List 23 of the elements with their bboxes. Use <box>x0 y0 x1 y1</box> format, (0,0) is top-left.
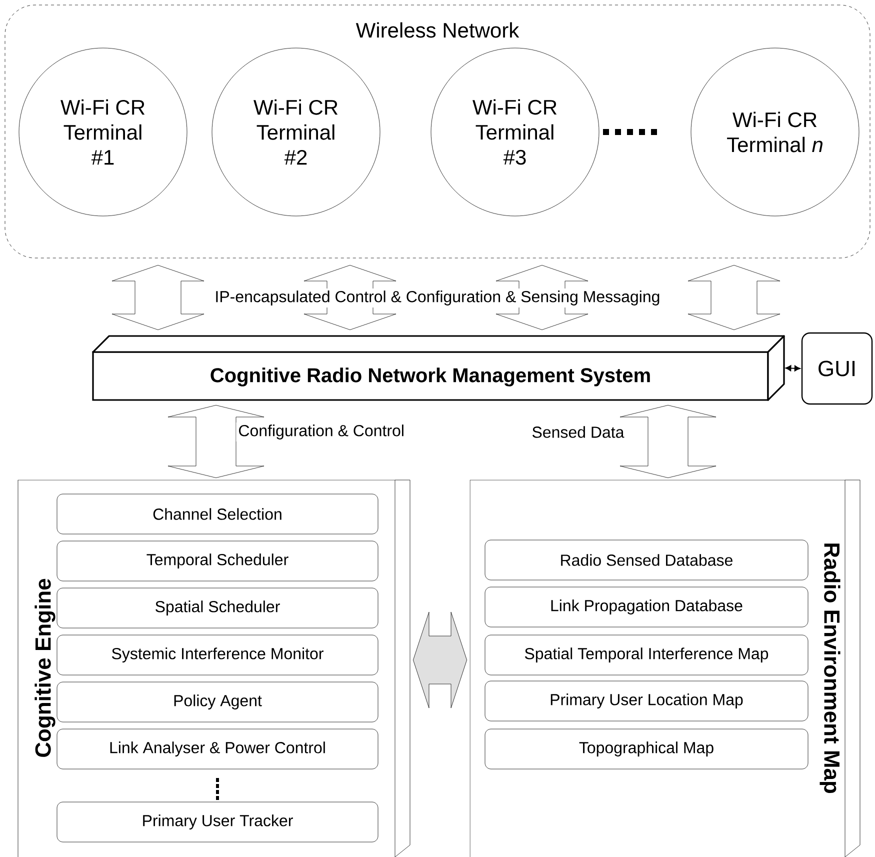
module-box: Channel Selection <box>56 494 378 534</box>
double-arrow <box>112 265 204 330</box>
gui-box: GUI <box>801 332 873 405</box>
double-arrow <box>620 405 716 478</box>
arrow <box>785 365 800 372</box>
messaging-label: IP-encapsulated Control & Configuration & Sensing Messaging <box>212 288 662 308</box>
module-box: Primary User Location Map <box>484 680 808 722</box>
double-arrow <box>413 612 467 708</box>
module-box: Primary User Tracker <box>56 802 378 842</box>
module-box: Link Analyser & Power Control <box>56 728 378 770</box>
module-box: Systemic Interference Monitor <box>56 634 378 676</box>
double-arrow <box>688 265 780 330</box>
edge-label: Sensed Data <box>530 424 626 440</box>
module-box: Spatial Scheduler <box>56 588 378 628</box>
management-system-bar: Cognitive Radio Network Management System <box>92 335 785 401</box>
module-box: Radio Sensed Database <box>484 540 808 580</box>
module-box: Link Propagation Database <box>484 586 808 628</box>
module-box: Topographical Map <box>484 728 808 770</box>
double-arrow <box>168 405 264 478</box>
module-box: Spatial Temporal Interference Map <box>484 634 808 676</box>
module-box: Policy Agent <box>56 682 378 722</box>
module-box: Temporal Scheduler <box>56 540 378 582</box>
edge-label: Configuration & Control <box>236 422 407 442</box>
